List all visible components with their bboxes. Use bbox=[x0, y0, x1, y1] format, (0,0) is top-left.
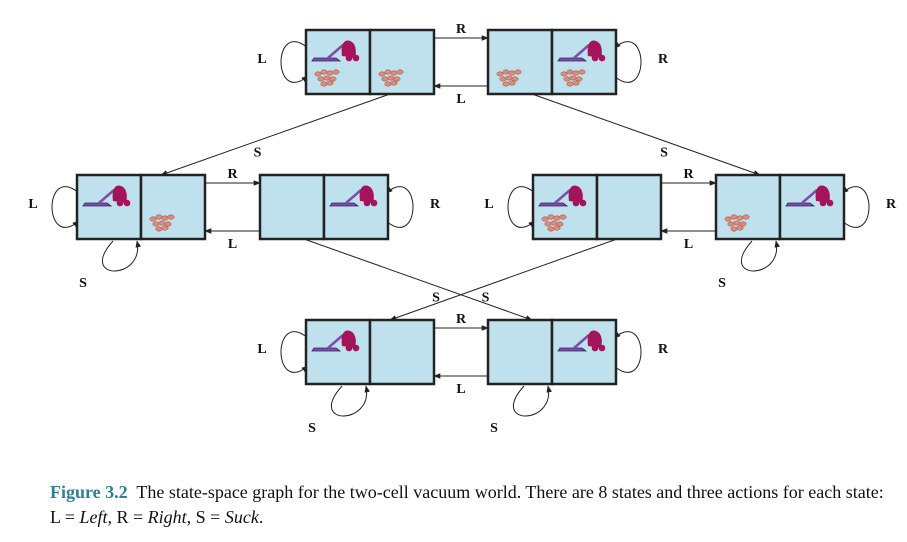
edge-s4-s8 bbox=[303, 238, 533, 321]
state-s8 bbox=[486, 318, 618, 386]
vacuum-icon bbox=[311, 330, 360, 352]
self-loop-s4-R bbox=[385, 186, 414, 228]
caption-sep1: , R = bbox=[107, 507, 148, 527]
edge-s5-s7 bbox=[389, 238, 618, 321]
action-label: R bbox=[430, 197, 441, 212]
right-cell bbox=[778, 173, 846, 241]
dirt-icon bbox=[541, 214, 567, 232]
left-cell bbox=[304, 318, 372, 386]
vacuum-icon bbox=[785, 185, 834, 207]
vacuum-icon bbox=[557, 40, 606, 62]
left-cell bbox=[486, 28, 554, 96]
vacuum-icon bbox=[538, 185, 587, 207]
vacuum-icon bbox=[557, 330, 606, 352]
dirt-icon bbox=[314, 69, 340, 87]
right-cell bbox=[595, 173, 663, 241]
action-label: L bbox=[257, 52, 266, 67]
action-label: L bbox=[456, 382, 465, 397]
action-label: R bbox=[683, 167, 694, 182]
action-label: L bbox=[257, 342, 266, 357]
state-s6 bbox=[714, 173, 846, 241]
state-s4 bbox=[258, 173, 390, 241]
state-s1 bbox=[304, 28, 436, 96]
right-cell bbox=[139, 173, 207, 241]
caption-text: The state-space graph for the two-cell v… bbox=[50, 482, 884, 527]
action-label: S bbox=[308, 421, 316, 436]
self-loop-s7-S bbox=[330, 385, 370, 417]
action-label: S bbox=[490, 421, 498, 436]
self-loop-s5-L bbox=[507, 186, 536, 228]
left-cell bbox=[714, 173, 782, 241]
vacuum-icon bbox=[311, 40, 360, 62]
action-label: R bbox=[227, 167, 238, 182]
self-loop-s8-S bbox=[512, 385, 552, 417]
self-loop-s6-R bbox=[841, 186, 870, 228]
action-label: L bbox=[684, 237, 693, 252]
dirt-icon bbox=[149, 214, 175, 232]
action-label: S bbox=[718, 276, 726, 291]
dirt-icon bbox=[378, 69, 404, 87]
dirt-icon bbox=[724, 214, 750, 232]
action-label: S bbox=[482, 291, 490, 306]
self-loop-s1-L bbox=[280, 41, 309, 83]
action-label: R bbox=[886, 197, 897, 212]
self-loop-s6-S bbox=[740, 240, 780, 272]
left-cell bbox=[75, 173, 143, 241]
dirt-icon bbox=[560, 69, 586, 87]
self-loop-s7-L bbox=[280, 331, 309, 373]
action-label: R bbox=[456, 22, 467, 37]
edge-s1-s3 bbox=[160, 93, 391, 176]
right-cell bbox=[368, 318, 436, 386]
caption-sep2: , S = bbox=[186, 507, 225, 527]
state-s2 bbox=[486, 28, 618, 96]
figure-label: Figure 3.2 bbox=[50, 482, 128, 502]
caption-right: Right bbox=[147, 507, 187, 527]
self-loop-s3-L bbox=[51, 186, 80, 228]
action-label: R bbox=[658, 52, 669, 67]
self-loop-s2-R bbox=[613, 41, 642, 83]
action-label: L bbox=[228, 237, 237, 252]
action-label: R bbox=[658, 342, 669, 357]
state-s3 bbox=[75, 173, 207, 241]
state-s5 bbox=[531, 173, 663, 241]
right-cell bbox=[322, 173, 390, 241]
vacuum-icon bbox=[82, 185, 131, 207]
left-cell bbox=[258, 173, 326, 241]
action-label: S bbox=[432, 291, 440, 306]
right-cell bbox=[368, 28, 436, 96]
vacuum-icon bbox=[329, 185, 378, 207]
state-s7 bbox=[304, 318, 436, 386]
action-label: L bbox=[456, 92, 465, 107]
left-cell bbox=[531, 173, 599, 241]
right-cell bbox=[550, 318, 618, 386]
caption-suck: Suck bbox=[224, 507, 259, 527]
dirt-icon bbox=[496, 69, 522, 87]
left-cell bbox=[304, 28, 372, 96]
action-label: L bbox=[484, 197, 493, 212]
self-loop-s3-S bbox=[101, 240, 141, 272]
edge-s2-s6 bbox=[531, 93, 761, 176]
caption-left: Left bbox=[79, 507, 108, 527]
action-label: S bbox=[254, 146, 262, 161]
figure-caption: Figure 3.2 The state-space graph for the… bbox=[50, 480, 890, 530]
caption-end: . bbox=[258, 507, 264, 527]
right-cell bbox=[550, 28, 618, 96]
action-label: S bbox=[79, 276, 87, 291]
self-loop-s8-R bbox=[613, 331, 642, 373]
action-label: R bbox=[456, 312, 467, 327]
action-label: S bbox=[660, 146, 668, 161]
left-cell bbox=[486, 318, 554, 386]
action-label: L bbox=[28, 197, 37, 212]
